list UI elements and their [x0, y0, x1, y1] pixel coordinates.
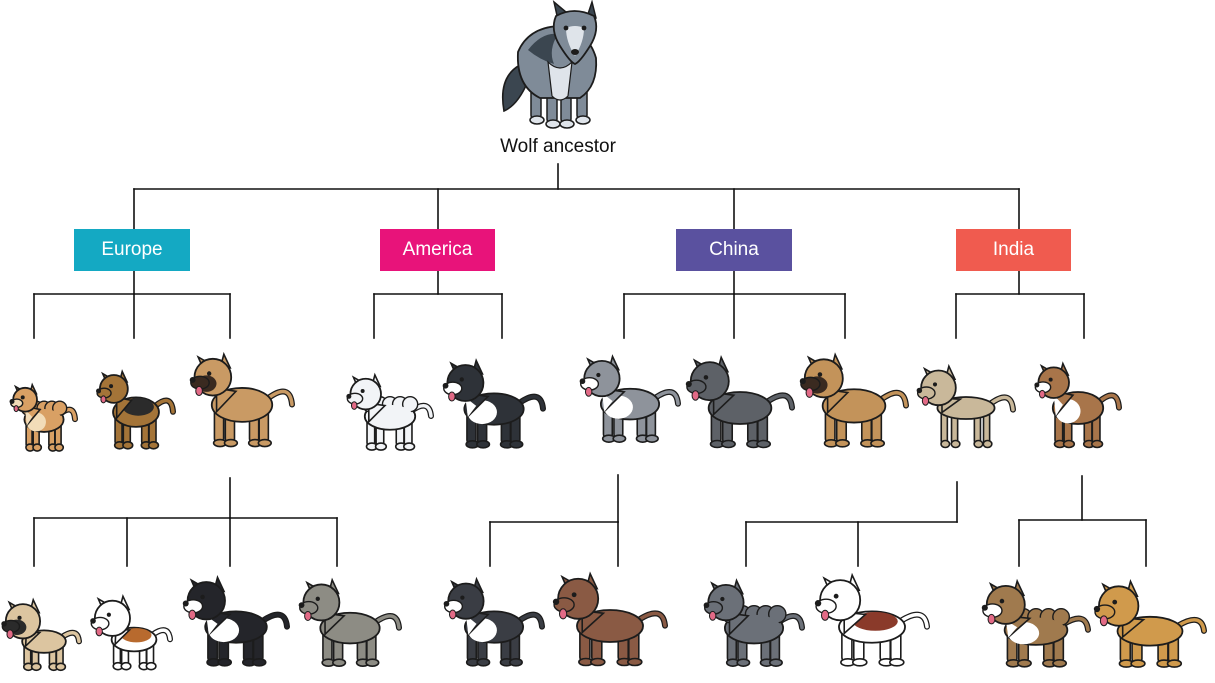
bernese-mountain-dog-icon: [182, 575, 290, 667]
border-collie-icon: [442, 358, 546, 449]
airedale-terrier-icon: [96, 369, 176, 450]
golden-retriever-icon: [1093, 579, 1207, 668]
shar-pei-icon: [799, 352, 909, 448]
pug-icon: [1, 597, 82, 672]
rough-collie-icon: [981, 578, 1091, 668]
wolf-icon: [501, 0, 598, 129]
bulldog-icon: [90, 593, 173, 671]
neapolitan-mastiff-icon: [685, 355, 795, 449]
region-china: China: [676, 229, 792, 271]
pit-bull-icon: [579, 354, 681, 443]
region-america: America: [380, 229, 495, 271]
region-india: India: [956, 229, 1071, 271]
cocker-spaniel-icon: [703, 578, 805, 667]
tree-edges: [33, 163, 1147, 567]
weimaraner-icon: [298, 577, 402, 667]
breed-illustrations: [1, 351, 1207, 672]
greyhound-icon: [916, 363, 1016, 449]
samoyed-icon: [346, 372, 434, 451]
region-europe: Europe: [74, 229, 190, 271]
welsh-springer-spaniel-icon: [814, 572, 930, 667]
root-label: Wolf ancestor: [500, 136, 616, 157]
siberian-husky-icon: [443, 576, 545, 667]
pomeranian-icon: [9, 382, 78, 452]
dingo-like-dog-icon: [552, 571, 668, 667]
mastiff-icon: [189, 351, 295, 448]
boxer-icon: [1034, 361, 1122, 449]
